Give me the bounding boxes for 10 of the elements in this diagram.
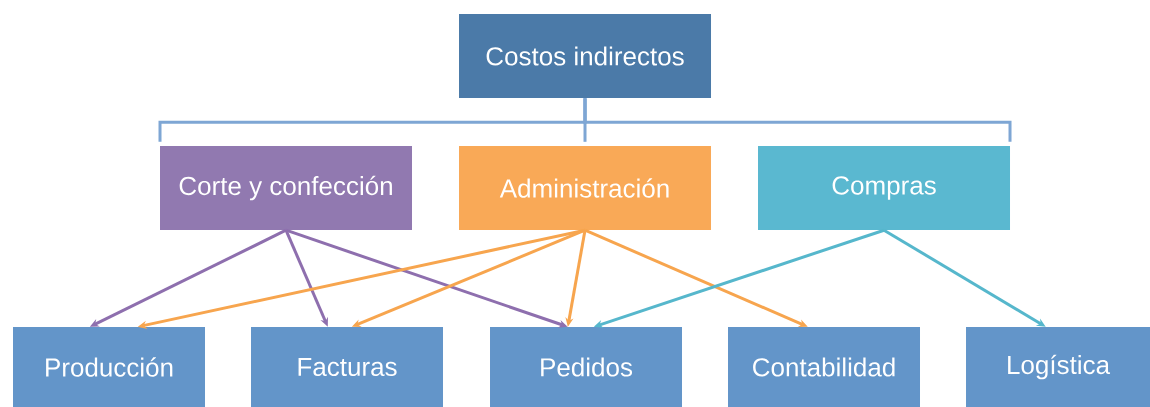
connector-line — [583, 98, 1012, 142]
category-box: Producción — [13, 327, 205, 407]
department-box: Administración — [459, 146, 711, 230]
category-box: Logística — [966, 327, 1150, 407]
category-box: Contabilidad — [728, 327, 920, 407]
title-box: Costos indirectos — [459, 14, 711, 98]
department-box: Corte y confección — [160, 146, 412, 230]
category-box: Pedidos — [490, 327, 682, 407]
category-box: Facturas — [251, 327, 443, 407]
department-box: Compras — [758, 146, 1010, 230]
